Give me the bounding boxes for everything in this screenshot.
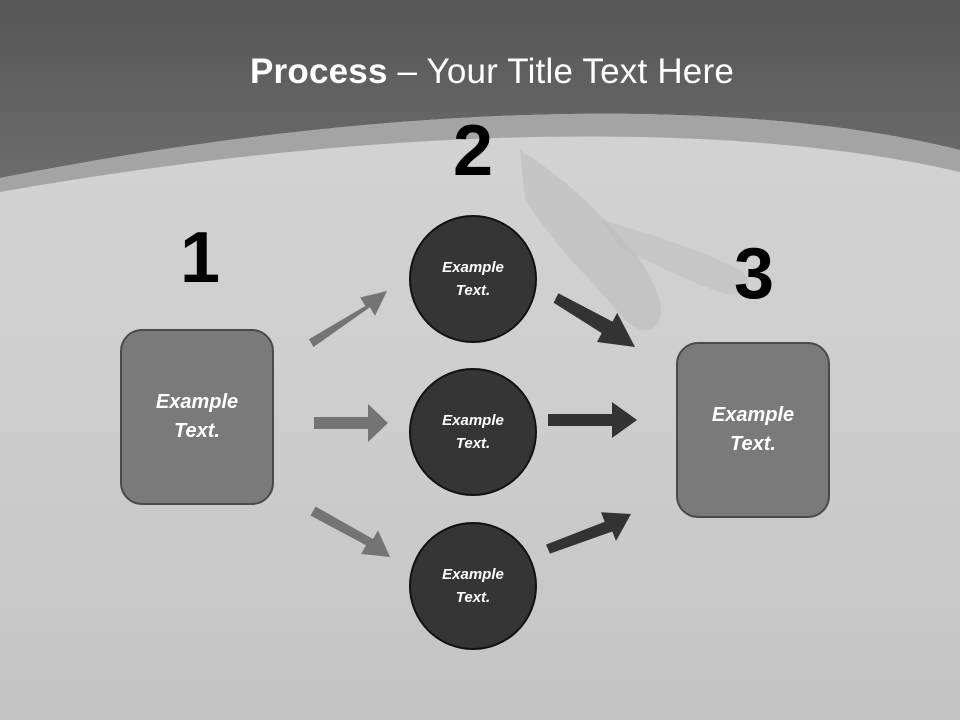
title-rest: – Your Title Text Here — [387, 52, 734, 91]
circle-middle-line1: Example — [442, 412, 504, 429]
title-bold: Process — [250, 52, 388, 91]
circle-top: Example Text. — [409, 215, 537, 343]
circle-bottom-line1: Example — [442, 566, 504, 583]
slide-title: Process – Your Title Text Here — [0, 52, 960, 92]
right-box-line2: Text. — [730, 433, 776, 455]
arrow-left-to-bottom — [310, 506, 390, 557]
step-number-1: 1 — [179, 218, 221, 298]
left-box-label: Example Text. — [142, 388, 252, 446]
step-number-2: 2 — [452, 111, 494, 191]
arrow-bottom-to-right — [546, 512, 631, 554]
circle-middle: Example Text. — [409, 368, 537, 496]
circle-top-line2: Text. — [455, 282, 491, 299]
right-box-line1: Example — [711, 404, 795, 426]
circle-middle-label: Example Text. — [418, 409, 528, 455]
circle-bottom: Example Text. — [409, 522, 537, 650]
left-box-line1: Example — [155, 391, 239, 413]
left-process-box: Example Text. — [120, 329, 274, 505]
left-box-line2: Text. — [174, 420, 220, 442]
circle-top-line1: Example — [442, 259, 504, 276]
arrow-middle-to-right — [548, 402, 637, 438]
circle-bottom-line2: Text. — [455, 589, 491, 606]
circle-top-label: Example Text. — [418, 256, 528, 302]
arrow-top-to-right — [553, 293, 635, 347]
arrow-left-to-top — [308, 291, 387, 347]
right-process-box: Example Text. — [676, 342, 830, 518]
circle-middle-line2: Text. — [455, 435, 491, 452]
right-box-label: Example Text. — [698, 401, 808, 459]
step-number-3: 3 — [733, 234, 775, 314]
arrow-left-to-middle — [314, 404, 388, 442]
circle-bottom-label: Example Text. — [418, 563, 528, 609]
